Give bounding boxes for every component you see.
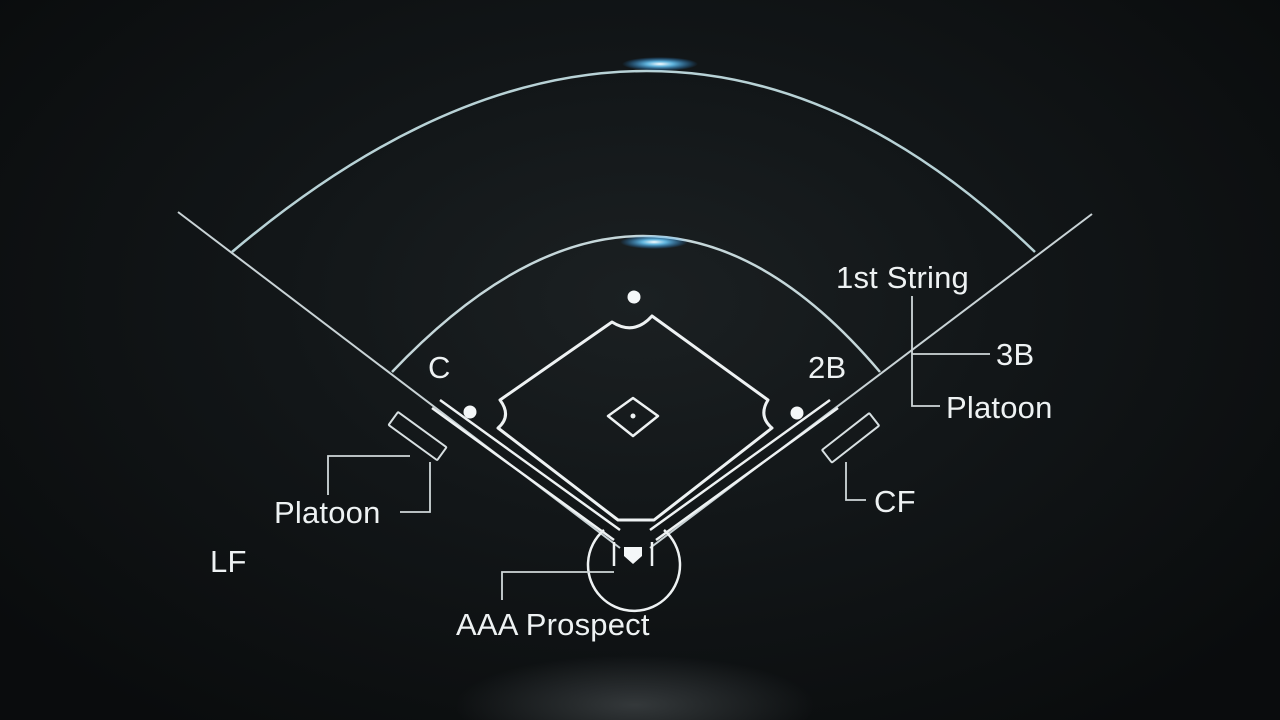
label-c: C [428, 350, 451, 385]
label-2b: 2B [808, 350, 847, 385]
label-platoon-left: Platoon [274, 495, 381, 530]
leader-aaa-prospect [501, 571, 614, 600]
leader-platoon-left [327, 455, 410, 495]
label-platoon-right: Platoon [946, 390, 1053, 425]
right-baseline [655, 406, 839, 542]
infield-arc [391, 234, 881, 373]
leader-platoon-left-end [400, 462, 431, 513]
label-3b: 3B [996, 337, 1035, 372]
label-cf: CF [874, 484, 916, 519]
left-dugout-marker [387, 411, 448, 461]
right-dugout-marker [821, 412, 880, 464]
outfield-fence-arc [231, 69, 1036, 253]
pitchers-mound [606, 396, 660, 438]
second-base-dot [627, 290, 641, 304]
left-baseline [431, 406, 615, 542]
infield-diamond [496, 314, 774, 522]
right-baseline-inner [649, 398, 831, 532]
third-base-dot [463, 405, 477, 419]
label-lf: LF [210, 544, 247, 579]
home-plate [624, 547, 642, 564]
first-base-dot [790, 406, 804, 420]
leader-1st-string [911, 296, 940, 407]
leader-cf [845, 462, 866, 501]
label-aaa-prospect: AAA Prospect [456, 607, 650, 642]
label-1st-string: 1st String [836, 260, 969, 295]
fence-glow [622, 57, 698, 71]
pitchers-rubber [630, 413, 636, 419]
left-baseline-inner [439, 398, 621, 532]
home-plate-circle [586, 529, 682, 613]
infield-glow [620, 235, 688, 249]
